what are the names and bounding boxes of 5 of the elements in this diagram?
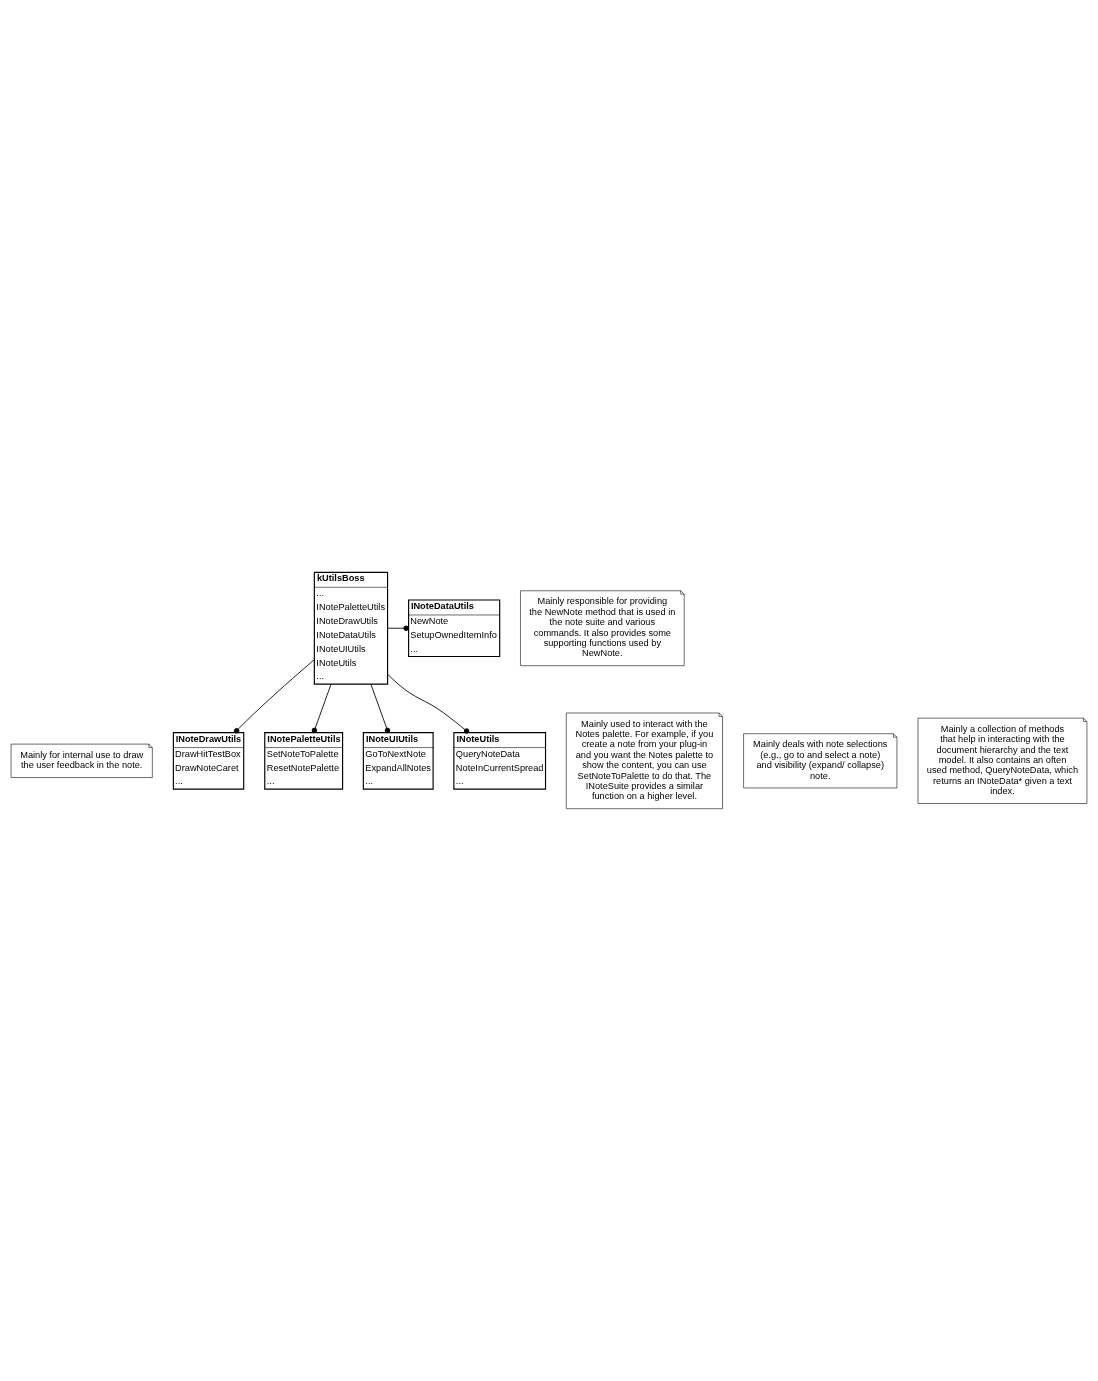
connector	[311, 683, 332, 734]
connector	[233, 659, 315, 734]
connector	[370, 683, 391, 734]
connector	[387, 673, 470, 734]
connector	[387, 625, 409, 631]
